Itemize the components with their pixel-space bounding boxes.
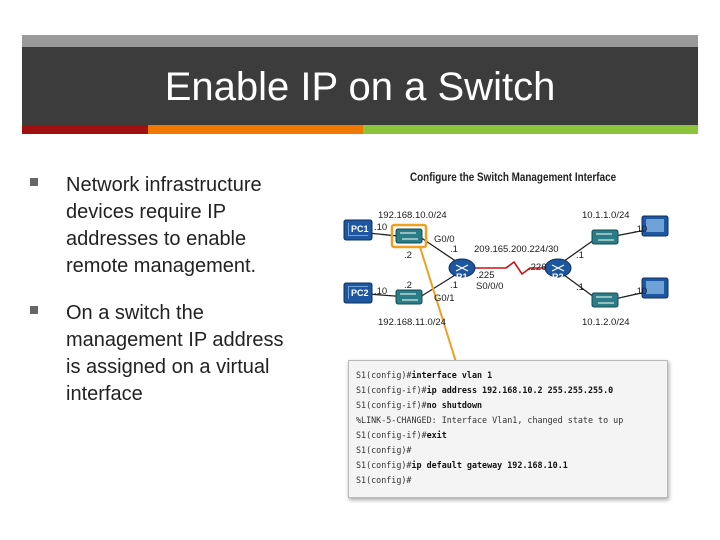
- serial-network-label: 209.165.200.224/30: [474, 244, 559, 255]
- accent-bar-orange: [148, 125, 363, 134]
- pc1-label: PC1: [349, 223, 371, 235]
- host-label: .1: [576, 282, 584, 293]
- slide-title: Enable IP on a Switch: [164, 65, 556, 109]
- pc2-label: PC2: [349, 287, 371, 299]
- host-label: .1: [450, 244, 458, 255]
- figure-title: Configure the Switch Management Interfac…: [410, 172, 617, 184]
- callout-pointer: [419, 246, 457, 363]
- host-label: .226: [528, 262, 547, 273]
- host-label: .10: [634, 286, 648, 297]
- accent-bar-red: [22, 125, 148, 134]
- cli-output-box: S1(config)#interface vlan 1 S1(config-if…: [348, 360, 668, 498]
- switch-icon: [390, 223, 428, 249]
- switch-icon: [395, 289, 423, 305]
- interface-label: S0/0/0: [476, 281, 504, 292]
- pc-icon: [641, 277, 669, 299]
- accent-bar-green: [363, 125, 698, 134]
- host-label: .10: [374, 222, 388, 233]
- host-label: .2: [404, 280, 412, 291]
- r1-label: R1: [456, 272, 468, 282]
- cli-line: S1(config)#: [356, 445, 412, 455]
- switch-icon: [591, 292, 619, 308]
- topology-figure: Configure the Switch Management Interfac…: [336, 160, 672, 510]
- title-top-strip: [22, 35, 698, 47]
- host-label: .2: [404, 250, 412, 261]
- host-label: .225: [476, 270, 495, 281]
- bullet-item: On a switch the management IP address is…: [30, 300, 300, 408]
- cli-line: %LINK-5-CHANGED: Interface Vlan1, change…: [356, 415, 624, 425]
- cli-line: S1(config)#interface vlan 1: [356, 370, 493, 380]
- cli-line: S1(config-if)#ip address 192.168.10.2 25…: [356, 385, 614, 395]
- bullet-text: On a switch the management IP address is…: [66, 302, 284, 405]
- host-label: .1: [576, 250, 584, 261]
- cli-line: S1(config)#: [356, 475, 412, 485]
- network-label: 10.1.1.0/24: [582, 210, 630, 221]
- bullet-item: Network infrastructure devices require I…: [30, 172, 300, 280]
- host-label: .1: [450, 280, 458, 291]
- serial-link: [472, 260, 548, 276]
- host-label: .10: [374, 286, 388, 297]
- link-s3-r1: [419, 271, 461, 298]
- bullet-list: Network infrastructure devices require I…: [30, 172, 300, 428]
- network-label: 10.1.2.0/24: [582, 317, 630, 328]
- network-label: 192.168.11.0/24: [378, 317, 446, 328]
- interface-label: G0/1: [434, 293, 455, 304]
- bullet-text: Network infrastructure devices require I…: [66, 174, 262, 277]
- cli-line: S1(config-if)#no shutdown: [356, 400, 483, 410]
- square-bullet-icon: [30, 306, 38, 314]
- router-icon: [544, 258, 572, 278]
- title-bar: Enable IP on a Switch: [22, 47, 698, 125]
- square-bullet-icon: [30, 178, 38, 186]
- switch-icon: [591, 229, 619, 245]
- interface-label: G0/0: [434, 234, 455, 245]
- cli-line: S1(config-if)#exit: [356, 430, 447, 440]
- host-label: .10: [634, 224, 648, 235]
- pc-icon: [641, 215, 669, 237]
- router-icon: [448, 258, 476, 278]
- cli-line: S1(config)#ip default gateway 192.168.10…: [356, 460, 568, 470]
- network-label: 192.168.10.0/24: [378, 210, 447, 221]
- r2-label: R2: [552, 272, 564, 282]
